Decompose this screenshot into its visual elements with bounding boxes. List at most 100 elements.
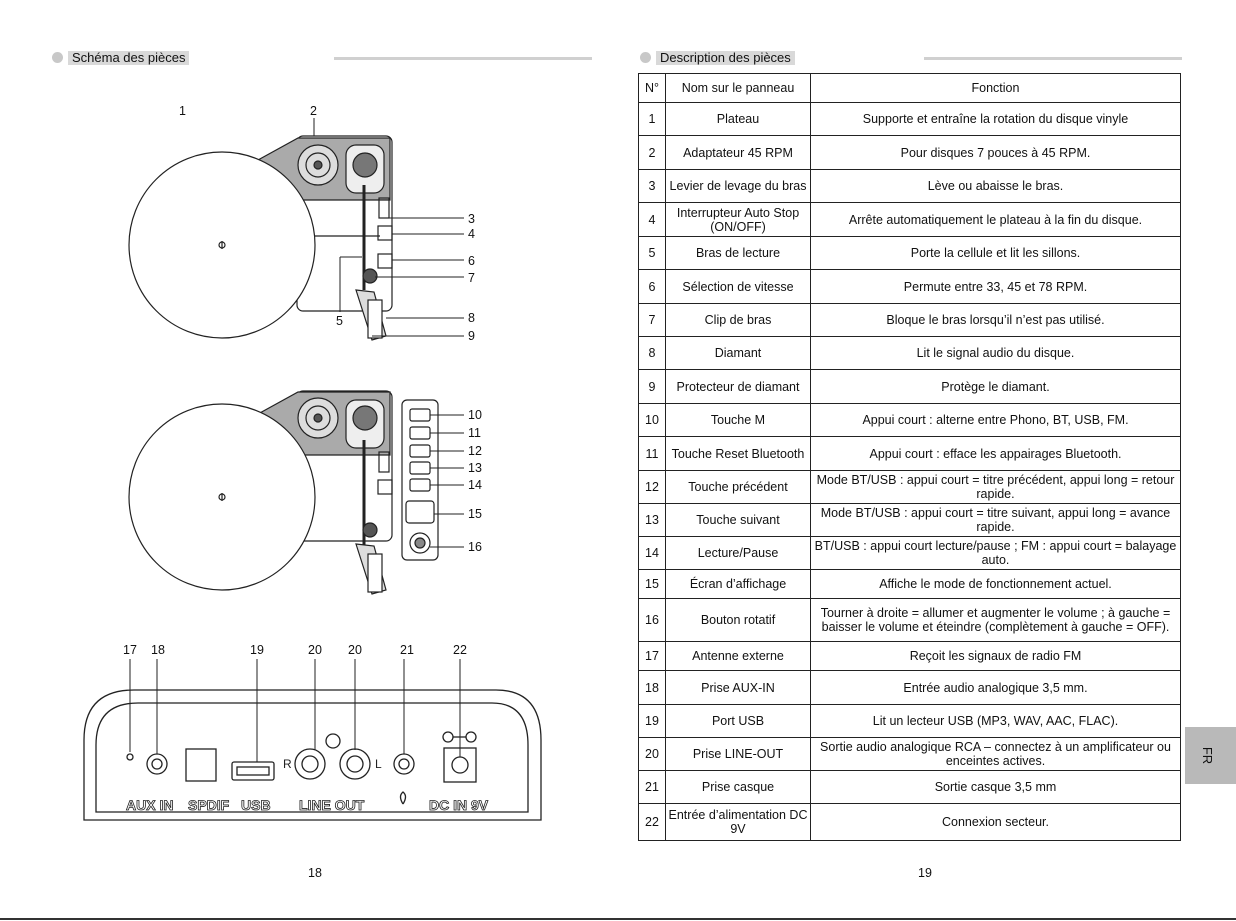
callout-20a: 20 [308, 643, 322, 657]
row-name-cell: Port USB [665, 704, 811, 738]
callout-22: 22 [453, 643, 467, 657]
row-number-cell: 1 [638, 102, 666, 136]
left-page-number: 18 [308, 866, 322, 880]
row-name-cell: Sélection de vitesse [665, 269, 811, 304]
row-function-cell: Arrête automatiquement le plateau à la f… [810, 202, 1181, 237]
rca-left-label: L [375, 757, 382, 771]
row-number-cell: 19 [638, 704, 666, 738]
language-tab-label: FR [1200, 746, 1216, 765]
row-function-cell: Mode BT/USB : appui court = titre précéd… [810, 470, 1181, 504]
spdif-label: SPDIF [188, 797, 230, 813]
row-number-cell: 3 [638, 169, 666, 203]
row-number-cell: 6 [638, 269, 666, 304]
callout-11: 11 [468, 426, 481, 440]
header-rule [924, 57, 1182, 60]
row-name-cell: Interrupteur Auto Stop (ON/OFF) [665, 202, 811, 237]
back-panel [83, 689, 542, 821]
callout-5: 5 [336, 314, 343, 328]
row-number-cell: 18 [638, 670, 666, 705]
page-bottom-rule [0, 918, 1236, 920]
callout-6: 6 [468, 254, 475, 268]
bullet-icon [52, 52, 63, 63]
rca-right-label: R [283, 757, 292, 771]
row-name-cell: Clip de bras [665, 303, 811, 337]
row-function-cell: Bloque le bras lorsqu’il n’est pas utili… [810, 303, 1181, 337]
right-page-number: 19 [918, 866, 932, 880]
row-function-cell: Appui court : alterne entre Phono, BT, U… [810, 403, 1181, 437]
dc-in-label: DC IN 9V [429, 797, 489, 813]
row-name-cell: Protecteur de diamant [665, 369, 811, 404]
callout-19: 19 [250, 643, 264, 657]
row-name-cell: Prise AUX-IN [665, 670, 811, 705]
row-function-cell: Lit un lecteur USB (MP3, WAV, AAC, FLAC)… [810, 704, 1181, 738]
callout-16: 16 [468, 540, 482, 554]
row-number-cell: 4 [638, 202, 666, 237]
row-number-cell: 12 [638, 470, 666, 504]
callout-12: 12 [468, 444, 482, 458]
usb-label: USB [241, 797, 271, 813]
row-function-cell: Porte la cellule et lit les sillons. [810, 236, 1181, 270]
row-function-cell: Protège le diamant. [810, 369, 1181, 404]
row-function-cell: Appui court : efface les appairages Blue… [810, 436, 1181, 471]
turntable-top-view [128, 135, 393, 341]
row-name-cell: Touche M [665, 403, 811, 437]
rca-letters: R L [283, 757, 382, 771]
top-callout-lines [313, 118, 464, 337]
back-panel-text: AUX IN SPDIF USB LINE OUT DC IN 9V [126, 797, 490, 814]
row-number-cell: 2 [638, 135, 666, 170]
row-name-cell: Plateau [665, 102, 811, 136]
row-name-cell: Bouton rotatif [665, 598, 811, 642]
row-number-cell: 20 [638, 737, 666, 771]
line-out-label: LINE OUT [299, 797, 365, 813]
row-name-cell: Levier de levage du bras [665, 169, 811, 203]
row-number-cell: 22 [638, 803, 666, 841]
left-section-title: Schéma des pièces [68, 51, 190, 65]
callout-10: 10 [468, 408, 482, 422]
row-name-cell: Touche suivant [665, 503, 811, 537]
row-function-cell: Reçoit les signaux de radio FM [810, 641, 1181, 671]
row-number-cell: 5 [638, 236, 666, 270]
callout-3: 3 [468, 212, 475, 226]
row-function-cell: Tourner à droite = allumer et augmenter … [810, 598, 1181, 642]
row-name-cell: Lecture/Pause [665, 536, 811, 570]
row-function-cell: Sortie casque 3,5 mm [810, 770, 1181, 804]
language-tab: FR [1185, 727, 1236, 784]
row-number-cell: 16 [638, 598, 666, 642]
row-number-cell: 9 [638, 369, 666, 404]
bullet-icon [640, 52, 651, 63]
row-name-cell: Prise LINE-OUT [665, 737, 811, 771]
row-number-cell: 7 [638, 303, 666, 337]
row-function-cell: Affiche le mode de fonctionnement actuel… [810, 569, 1181, 599]
row-name-cell: Bras de lecture [665, 236, 811, 270]
header-cell-number: N° [638, 73, 666, 103]
row-name-cell: Entrée d’alimentation DC 9V [665, 803, 811, 841]
callout-1: 1 [179, 104, 186, 118]
row-function-cell: Entrée audio analogique 3,5 mm. [810, 670, 1181, 705]
row-name-cell: Prise casque [665, 770, 811, 804]
left-section-header: Schéma des pièces [52, 51, 592, 65]
table-header-row: N° Nom sur le panneau Fonction [638, 73, 1181, 103]
callout-15: 15 [468, 507, 482, 521]
row-number-cell: 8 [638, 336, 666, 370]
row-number-cell: 17 [638, 641, 666, 671]
row-function-cell: Permute entre 33, 45 et 78 RPM. [810, 269, 1181, 304]
row-name-cell: Adaptateur 45 RPM [665, 135, 811, 170]
callout-7: 7 [468, 271, 475, 285]
callout-8: 8 [468, 311, 475, 325]
aux-in-label: AUX IN [126, 797, 173, 813]
